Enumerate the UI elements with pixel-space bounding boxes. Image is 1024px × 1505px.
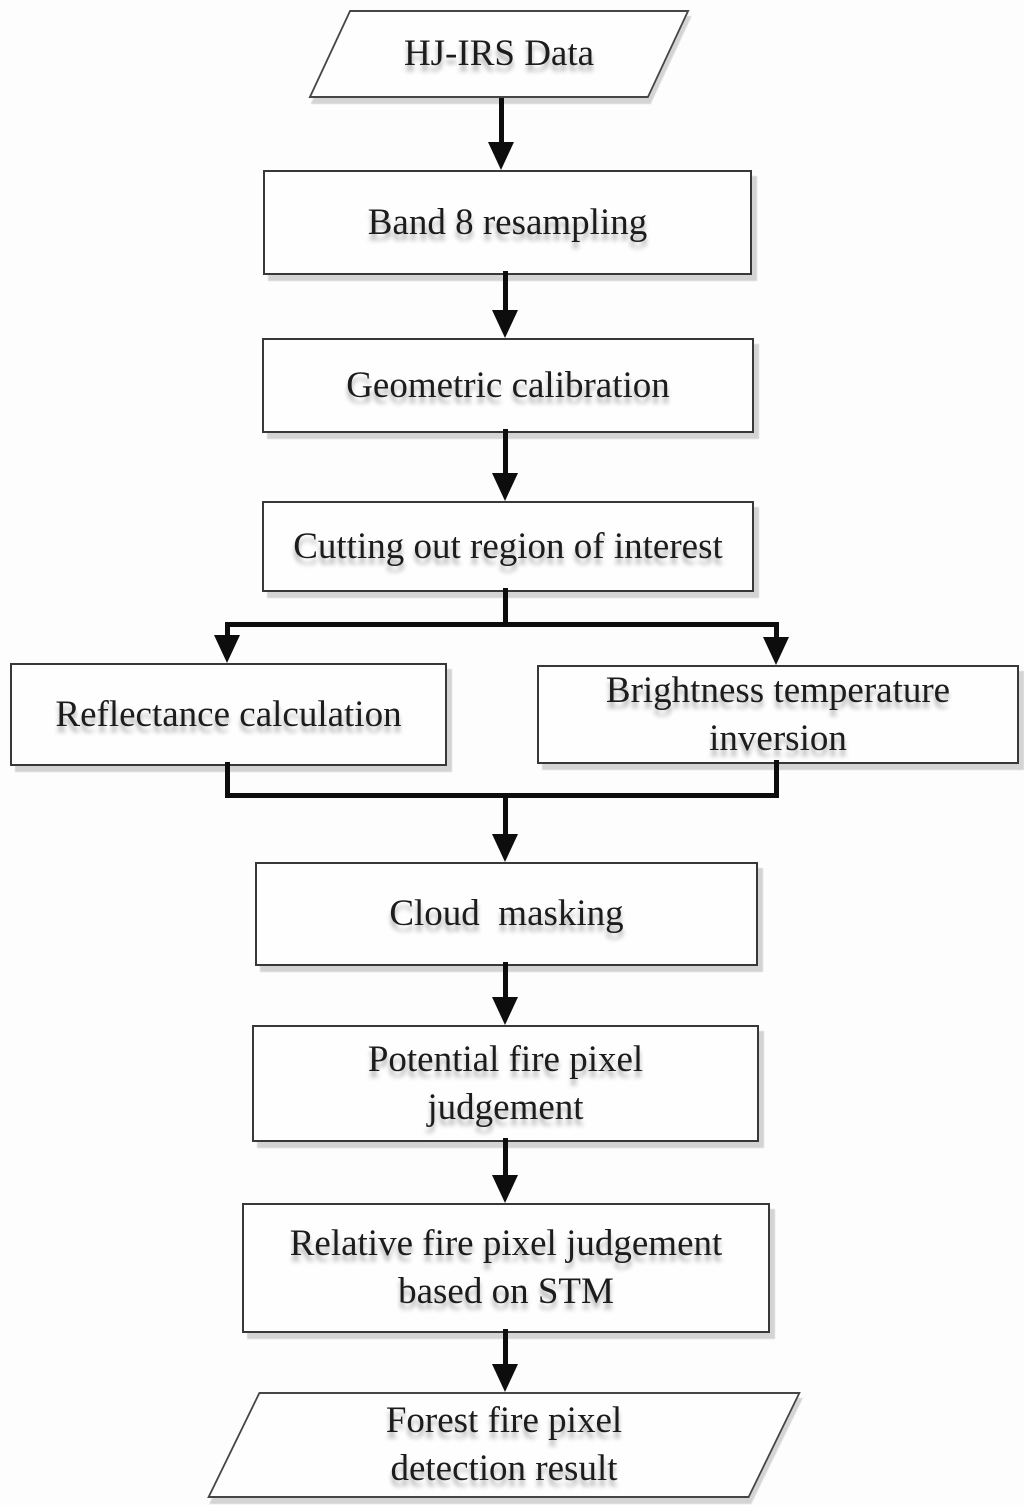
- node-brightness-temperature-inversion: Brightness temperature inversion: [537, 665, 1019, 764]
- edge-geometric-cutting-arrowhead: [492, 473, 518, 501]
- edge-band8-geometric-stem: [503, 271, 508, 312]
- edge-geometric-cutting-stem: [503, 429, 508, 475]
- node-geometric-calibration: Geometric calibration: [262, 338, 754, 433]
- edge-split-reflectance-stem: [225, 622, 230, 637]
- node-reflectance-calculation-label: Reflectance calculation: [55, 693, 402, 735]
- edge-merge-cloud-stem: [503, 793, 508, 834]
- node-detection-result: Forest fire pixel detection result: [207, 1392, 801, 1498]
- edge-merge-bar: [225, 793, 779, 798]
- node-brightness-temperature-inversion-label: Brightness temperature inversion: [605, 669, 951, 759]
- edge-merge-cloud-arrowhead: [492, 834, 518, 862]
- node-potential-fire-pixel-judgement: Potential fire pixel judgement: [252, 1025, 759, 1142]
- node-potential-fire-pixel-judgement-label: Potential fire pixel judgement: [367, 1038, 644, 1128]
- node-band8-resampling-label: Band 8 resampling: [367, 201, 648, 243]
- node-cutting-roi-label: Cutting out region of interest: [293, 525, 723, 567]
- edge-potential-relative-stem: [503, 1138, 508, 1177]
- node-band8-resampling: Band 8 resampling: [263, 170, 752, 275]
- edge-input-band8-stem: [499, 98, 504, 144]
- edge-relative-result-stem: [503, 1329, 508, 1366]
- edge-potential-relative-arrowhead: [492, 1175, 518, 1203]
- node-cloud-masking-label: Cloud masking: [389, 893, 624, 934]
- node-detection-result-label: Forest fire pixel detection result: [385, 1400, 623, 1489]
- node-reflectance-calculation: Reflectance calculation: [10, 663, 447, 766]
- node-input-data: HJ-IRS Data: [307, 10, 691, 98]
- node-relative-fire-pixel-judgement-label: Relative fire pixel judgement based on S…: [289, 1223, 723, 1312]
- edge-relative-result-arrowhead: [492, 1364, 518, 1392]
- edge-cutting-split-stem: [503, 588, 508, 627]
- edge-cloud-potential-arrowhead: [492, 997, 518, 1025]
- edge-cloud-potential-stem: [503, 962, 508, 999]
- edge-brightness-merge-stem: [774, 760, 779, 798]
- node-relative-fire-pixel-judgement: Relative fire pixel judgement based on S…: [242, 1203, 770, 1333]
- node-cloud-masking: Cloud masking: [255, 862, 758, 966]
- node-cutting-roi: Cutting out region of interest: [262, 501, 754, 592]
- edge-band8-geometric-arrowhead: [492, 310, 518, 338]
- node-geometric-calibration-label: Geometric calibration: [346, 364, 670, 406]
- edge-reflectance-merge-stem: [225, 762, 230, 798]
- edge-input-band8-arrowhead: [488, 142, 514, 170]
- edge-split-reflectance-arrowhead: [214, 635, 240, 663]
- node-input-data-label: HJ-IRS Data: [403, 33, 595, 74]
- edge-split-brightness-arrowhead: [763, 637, 789, 665]
- edge-split-brightness-stem: [774, 622, 779, 637]
- edge-split-bar: [225, 622, 779, 627]
